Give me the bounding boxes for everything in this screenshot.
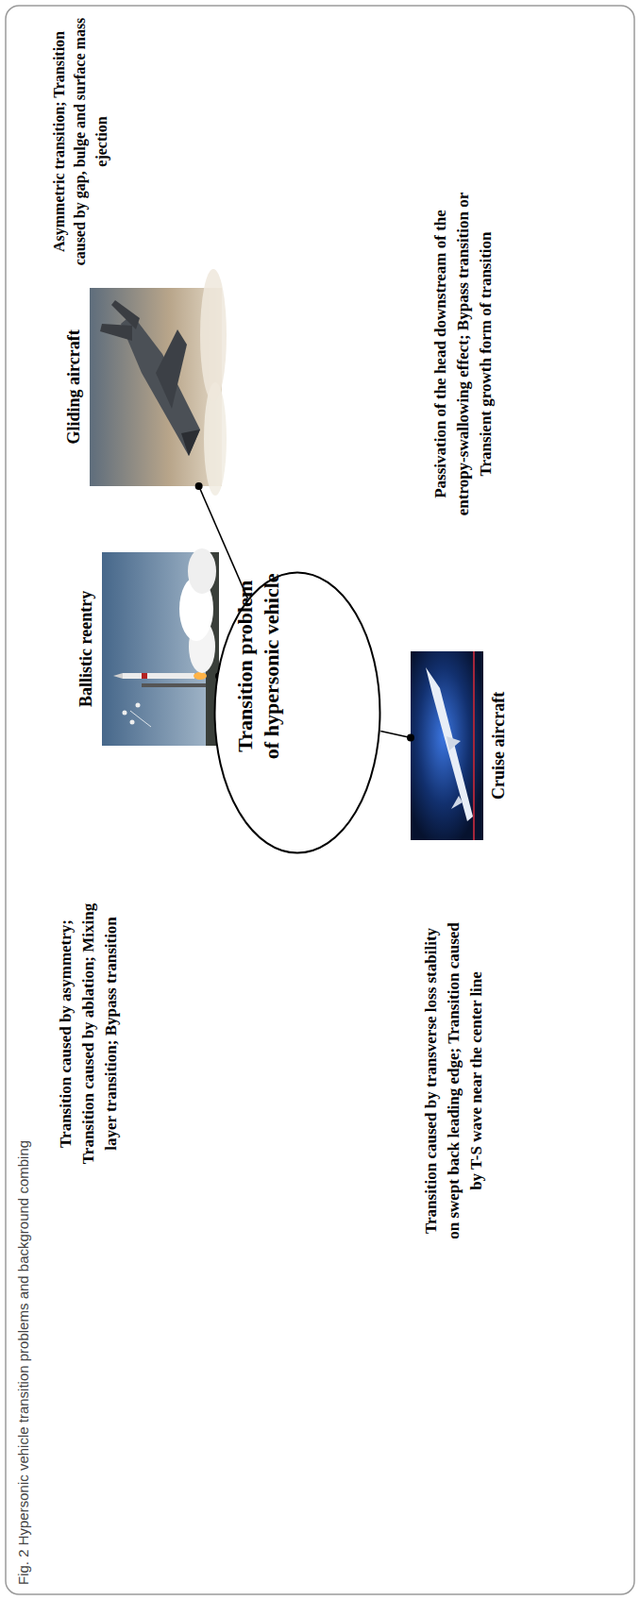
rocket-body [122,673,195,679]
rocket-flame [193,672,207,680]
vehicle-photo-box: Ballistic reentry [101,552,219,746]
rocket-nose [113,673,123,679]
connector-dot [195,482,203,490]
vehicle-photo-box: Gliding aircraft [89,287,222,487]
vehicle-title: Ballistic reentry [76,590,98,708]
spaceplane-fin [100,323,133,341]
topic-text-holder: Transition problem of hypersonic vehicle [232,571,285,762]
cloud [200,269,227,402]
reentry-body [122,710,128,716]
description-text: Asymmetric transition; Transition caused… [49,16,113,268]
gliding-photo [89,269,227,496]
reentry-body [135,703,141,708]
missile-wing [446,736,461,751]
cruise-photo [410,651,484,841]
spaceplane-body [120,314,201,456]
spaceplane-fin [111,300,140,330]
connector-dot [406,733,415,742]
sky [410,651,484,841]
horizon [472,651,475,841]
connector-line [380,730,411,738]
spaceplane-nose [181,429,201,456]
missile-body [425,667,473,822]
trail [130,710,152,727]
spaceplane-wing [155,329,187,409]
border-rect [5,5,635,1595]
vehicle-title: Gliding aircraft [64,329,85,444]
reentry-body [130,720,135,725]
central-topic-text: Transition problem of hypersonic vehicle [232,571,285,762]
rocket-band [141,673,148,679]
figure-caption: Fig. 2 Hypersonic vehicle transition pro… [15,1140,32,1585]
description-text: Transition caused by asymmetry; Transiti… [54,892,122,1176]
launch-tower [141,683,206,688]
missile-fin [451,795,463,809]
vehicle-title: Cruise aircraft [488,691,510,800]
vehicle-photo-box: Cruise aircraft [410,651,484,841]
description-text: Transition caused by transverse loss sta… [420,918,488,1245]
topic-ellipse: Transition problem of hypersonic vehicle [213,571,382,855]
smoke [187,548,217,594]
ballistic-photo [101,548,219,746]
description-text: Passivation of the head downstream of th… [429,191,497,518]
